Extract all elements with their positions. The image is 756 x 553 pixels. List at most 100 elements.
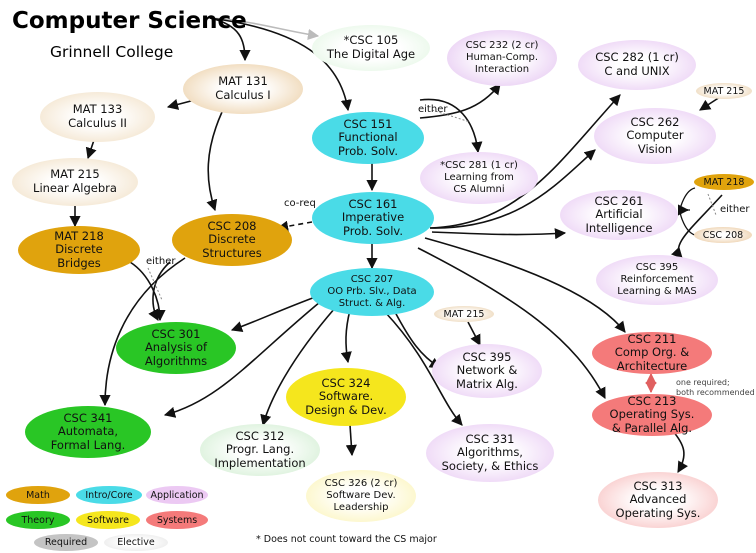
legend-intro: Intro/Core xyxy=(76,486,142,504)
edge-csc207-csc324 xyxy=(340,309,352,364)
course-csc213[interactable]: CSC 213 Operating Sys. & Parallel Alg. xyxy=(592,394,712,436)
edge-mat218-csc301 xyxy=(129,261,166,322)
course-csc211-label: CSC 211 Comp Org. & Architecture xyxy=(614,331,690,373)
edge-title-csc105 xyxy=(209,17,320,40)
course-mat218-label: MAT 218 Discrete Bridges xyxy=(54,228,104,270)
course-csc161[interactable]: CSC 161 Imperative Prob. Solv. xyxy=(312,192,434,244)
one-required-note: one required; both recommended xyxy=(676,378,755,397)
course-csc262-label: CSC 262 Computer Vision xyxy=(626,114,684,156)
prereq-mat218-ai-label: MAT 218 xyxy=(703,176,745,188)
legend-elective-label: Elective xyxy=(117,537,155,548)
course-csc281-label: *CSC 281 (1 cr) Learning from CS Alumni xyxy=(440,160,518,195)
course-csc232[interactable]: CSC 232 (2 cr) Human-Comp. Interaction xyxy=(447,30,557,86)
course-csc395-net[interactable]: CSC 395 Network & Matrix Alg. xyxy=(432,344,542,398)
edge-csc161-csc261 xyxy=(431,228,567,240)
course-csc395-net-label: CSC 395 Network & Matrix Alg. xyxy=(456,349,518,391)
course-csc232-label: CSC 232 (2 cr) Human-Comp. Interaction xyxy=(465,40,539,75)
edge-csc207-csc312 xyxy=(260,307,336,427)
edge-mat215a-csc262 xyxy=(699,96,721,111)
edge-csc161-csc262 xyxy=(429,149,596,229)
edge-csc161-csc213 xyxy=(417,247,606,399)
course-csc261-label: CSC 261 Artificial Intelligence xyxy=(585,193,653,235)
course-mat131-label: MAT 131 Calculus I xyxy=(215,74,271,102)
edge-csc207-csc341 xyxy=(163,301,321,418)
legend-application-label: Application xyxy=(150,489,204,501)
legend-required: Required xyxy=(34,534,98,551)
coreq-label: co-req xyxy=(284,198,316,209)
legend-intro-label: Intro/Core xyxy=(85,489,133,501)
edge-csc151-csc281 xyxy=(419,98,483,154)
course-mat133-label: MAT 133 Calculus II xyxy=(68,102,127,130)
course-csc313-label: CSC 313 Advanced Operating Sys. xyxy=(615,478,701,520)
prereq-mat215-cv-label: MAT 215 xyxy=(703,85,745,97)
edge-mat131-csc208 xyxy=(206,111,223,212)
page-title: Computer Science xyxy=(12,8,247,34)
course-csc395-rl-label: CSC 395 Reinforcement Learning & MAS xyxy=(617,262,697,297)
legend-elective: Elective xyxy=(104,534,168,551)
legend-math: Math xyxy=(6,486,70,504)
course-mat133[interactable]: MAT 133 Calculus II xyxy=(40,92,155,142)
course-csc324-label: CSC 324 Software. Design & Dev. xyxy=(305,375,387,417)
either-label-algo: either xyxy=(146,256,176,267)
course-csc312[interactable]: CSC 312 Progr. Lang. Implementation xyxy=(200,424,320,476)
edge-csc213-csc313 xyxy=(671,429,688,473)
legend-application: Application xyxy=(146,486,208,504)
page-subtitle: Grinnell College xyxy=(50,43,174,61)
course-csc395-rl[interactable]: CSC 395 Reinforcement Learning & MAS xyxy=(596,255,718,305)
legend-required-label: Required xyxy=(44,537,88,548)
course-csc208-label: CSC 208 Discrete Structures xyxy=(202,218,262,260)
course-mat215-label: MAT 215 Linear Algebra xyxy=(33,167,117,195)
course-csc313[interactable]: CSC 313 Advanced Operating Sys. xyxy=(598,472,718,528)
course-csc105[interactable]: *CSC 105 The Digital Age xyxy=(312,25,430,71)
either-link-2 xyxy=(147,267,163,301)
edge-csc161-csc282 xyxy=(429,94,621,229)
course-mat215[interactable]: MAT 215 Linear Algebra xyxy=(12,158,138,206)
course-mat218[interactable]: MAT 218 Discrete Bridges xyxy=(18,226,140,274)
legend-systems: Systems xyxy=(146,511,208,529)
course-csc151[interactable]: CSC 151 Functional Prob. Solv. xyxy=(312,112,424,164)
course-csc326-label: CSC 326 (2 cr) Software Dev. Leadership xyxy=(324,478,398,513)
either-link-3 xyxy=(707,193,717,216)
edge-csc207-csc301 xyxy=(230,295,319,332)
prereq-csc208-ai: CSC 208 xyxy=(694,227,752,243)
edge-mat218a-csc261 xyxy=(679,187,696,211)
edge-mat218a-csc395rl xyxy=(671,194,723,259)
course-csc211[interactable]: CSC 211 Comp Org. & Architecture xyxy=(592,332,712,374)
course-csc208[interactable]: CSC 208 Discrete Structures xyxy=(172,214,292,266)
course-csc331-label: CSC 331 Algorithms, Society, & Ethics xyxy=(441,431,539,473)
prereq-mat215-cv: MAT 215 xyxy=(696,83,752,99)
course-csc151-label: CSC 151 Functional Prob. Solv. xyxy=(338,116,398,158)
edge-title-csc151 xyxy=(209,17,352,112)
course-csc282-label: CSC 282 (1 cr) C and UNIX xyxy=(595,50,679,78)
course-csc301-label: CSC 301 Analysis of Algorithms xyxy=(144,326,208,368)
course-csc261[interactable]: CSC 261 Artificial Intelligence xyxy=(560,190,678,240)
prereq-mat215-net-label: MAT 215 xyxy=(443,308,485,320)
edge-csc161-csc211 xyxy=(424,237,626,333)
course-csc324[interactable]: CSC 324 Software. Design & Dev. xyxy=(286,368,406,426)
edge-csc207-csc395net xyxy=(394,311,441,369)
course-csc326[interactable]: CSC 326 (2 cr) Software Dev. Leadership xyxy=(306,470,416,522)
course-csc282[interactable]: CSC 282 (1 cr) C and UNIX xyxy=(578,40,696,90)
footnote: * Does not count toward the CS major xyxy=(256,534,437,545)
legend-systems-label: Systems xyxy=(156,514,198,526)
edge-csc208-csc341 xyxy=(99,257,186,407)
course-csc341-label: CSC 341 Automata, Formal Lang. xyxy=(50,410,126,452)
edge-mat215b-csc395net xyxy=(467,321,481,346)
course-csc213-label: CSC 213 Operating Sys. & Parallel Alg. xyxy=(609,393,695,435)
course-mat131[interactable]: MAT 131 Calculus I xyxy=(183,64,303,114)
course-csc312-label: CSC 312 Progr. Lang. Implementation xyxy=(214,428,306,470)
course-csc207[interactable]: CSC 207 OO Prb. Slv., Data Struct. & Alg… xyxy=(310,268,434,316)
course-csc262[interactable]: CSC 262 Computer Vision xyxy=(594,108,716,164)
either-label-ai: either xyxy=(720,204,750,215)
edge-csc324-csc326 xyxy=(345,424,357,457)
prereq-mat215-net: MAT 215 xyxy=(434,306,494,322)
legend-software: Software xyxy=(76,511,140,529)
course-csc281[interactable]: *CSC 281 (1 cr) Learning from CS Alumni xyxy=(420,152,538,204)
prereq-csc208-ai-label: CSC 208 xyxy=(702,229,744,241)
edge-csc151-csc232 xyxy=(419,83,501,119)
legend-math-label: Math xyxy=(26,489,50,501)
course-csc341[interactable]: CSC 341 Automata, Formal Lang. xyxy=(25,406,151,458)
course-csc301[interactable]: CSC 301 Analysis of Algorithms xyxy=(116,322,236,374)
course-csc331[interactable]: CSC 331 Algorithms, Society, & Ethics xyxy=(426,424,554,482)
